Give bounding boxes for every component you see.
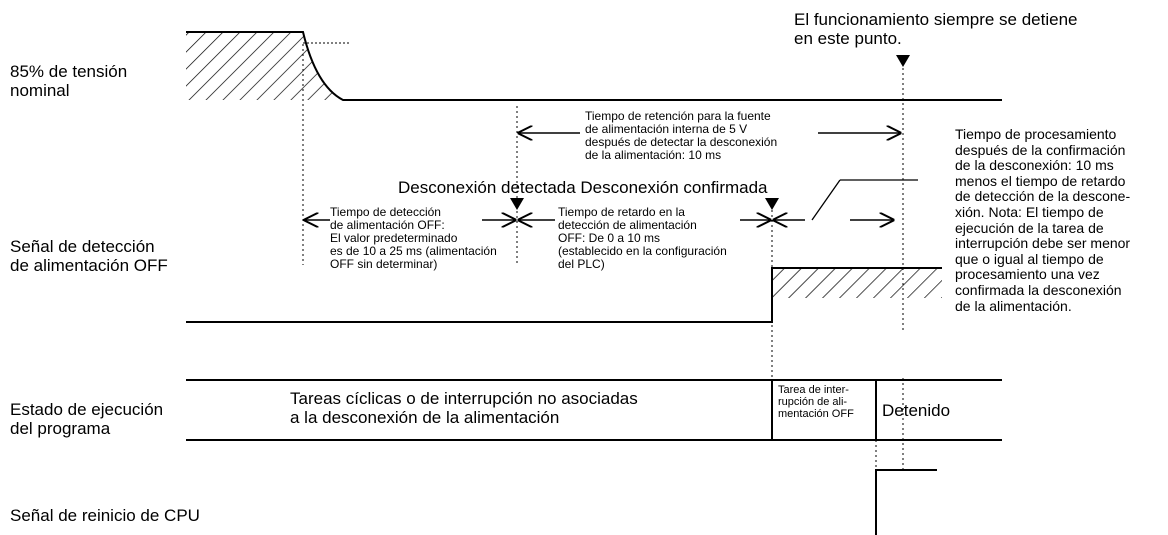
stop-point-note: El funcionamiento siempre se detiene en … [794, 10, 1078, 48]
confirmed-marker [765, 198, 779, 210]
voltage-waveform [186, 31, 1002, 101]
power-off-signal-waveform [186, 267, 942, 323]
processing-time-note: Tiempo de procesamiento después de la co… [955, 126, 1131, 314]
processing-time-arrows [774, 179, 918, 220]
label-voltage: 85% de tensión nominal [10, 62, 128, 100]
detected-confirmed-note: Desconexión detectada Desconexión confir… [398, 178, 768, 197]
state-interrupt: Tarea de inter- rupción de ali- mentació… [778, 384, 854, 420]
hold-time-note: Tiempo de retención para la fuente de al… [585, 109, 778, 162]
program-state-band [186, 379, 1002, 441]
detect-time-note: Tiempo de detección de alimentación OFF:… [330, 205, 497, 271]
stop-point-marker [896, 55, 910, 67]
delay-time-note: Tiempo de retardo en la detección de ali… [558, 205, 727, 271]
label-program-state: Estado de ejecución del programa [10, 400, 164, 438]
label-power-off-signal: Señal de detección de alimentación OFF [10, 237, 168, 275]
cpu-reset-waveform [875, 469, 937, 535]
detected-marker [510, 198, 524, 210]
state-stopped: Detenido [882, 401, 951, 420]
state-cyclic: Tareas cíclicas o de interrupción no aso… [290, 389, 638, 427]
label-cpu-reset: Señal de reinicio de CPU [10, 506, 200, 525]
